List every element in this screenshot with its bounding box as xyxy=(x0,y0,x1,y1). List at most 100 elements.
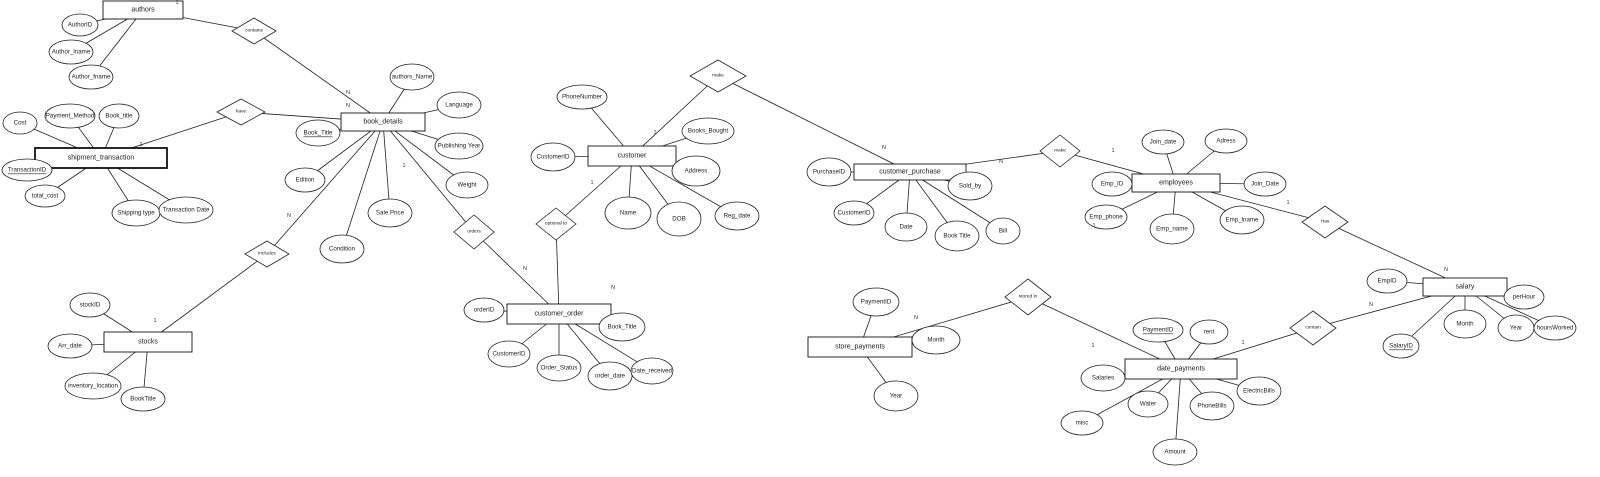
attribute-ellipse xyxy=(487,340,531,368)
attribute-transactionid[interactable]: TransactionID xyxy=(1,158,53,182)
entity-authors[interactable]: authors xyxy=(102,0,184,20)
attribute-adress[interactable]: Adress xyxy=(1204,128,1248,154)
attribute-paymentid2[interactable]: PaymentID xyxy=(1132,317,1184,343)
attribute-sold-by[interactable]: Sold_by xyxy=(947,171,993,201)
attribute-customerid1[interactable]: CustomerID xyxy=(530,142,576,172)
attribute-order-date[interactable]: order_date xyxy=(587,361,633,391)
attribute-date[interactable]: Date xyxy=(884,212,928,242)
entity-customer[interactable]: customer xyxy=(587,145,677,167)
attribute-name[interactable]: Name xyxy=(604,196,652,230)
entity-customer-purchase[interactable]: customer_purchase xyxy=(853,163,967,181)
attribute-arr-date[interactable]: Arr_date xyxy=(47,333,93,359)
attribute-bill[interactable]: Bill xyxy=(985,217,1021,245)
attribute-date-received[interactable]: Date_received xyxy=(630,357,674,385)
entity-salary[interactable]: salary xyxy=(1422,277,1508,297)
cardinality-label: 1 xyxy=(1286,200,1289,206)
attribute-water[interactable]: Water xyxy=(1127,390,1169,418)
attribute-emp-lname[interactable]: Emp_lname xyxy=(1219,205,1265,235)
attribute-author-lname[interactable]: Author_lname xyxy=(48,39,94,65)
attribute-purchaseid[interactable]: PurchaseID xyxy=(806,157,852,187)
attribute-inv-loc[interactable]: inventory_location xyxy=(64,372,122,400)
attribute-total-cost[interactable]: total_cost xyxy=(24,184,66,208)
attribute-electric[interactable]: ElectricBills xyxy=(1236,376,1282,406)
attribute-dob[interactable]: DOB xyxy=(656,201,702,237)
attribute-booktitle3[interactable]: BookTitle xyxy=(120,386,166,412)
attribute-trans-date[interactable]: Transaction Date xyxy=(158,196,214,224)
attribute-address[interactable]: Address xyxy=(671,155,721,187)
entity-stocks[interactable]: stocks xyxy=(103,331,193,353)
attribute-author-fname[interactable]: Author_fname xyxy=(68,64,114,90)
attribute-ellipse xyxy=(434,132,484,160)
attribute-emp-name[interactable]: Emp_name xyxy=(1149,213,1195,245)
attribute-language[interactable]: Language xyxy=(436,91,482,119)
attribute-ellipse xyxy=(389,63,435,91)
attribute-paymentid1[interactable]: PaymentID xyxy=(852,287,900,317)
relationship-r-stored[interactable]: stored in xyxy=(1004,278,1052,316)
entity-shipment-transaction[interactable]: shipment_transaction xyxy=(34,147,168,169)
attribute-authors-name[interactable]: authors_Name xyxy=(389,63,435,91)
attribute-salaries[interactable]: Salaries xyxy=(1080,364,1126,392)
entity-book-details[interactable]: book_details xyxy=(340,112,426,132)
attribute-cost[interactable]: Cost xyxy=(2,111,38,135)
entity-store-payments[interactable]: store_payments xyxy=(807,336,913,358)
relationship-r-includes[interactable]: includes xyxy=(244,240,290,268)
attribute-misc[interactable]: misc xyxy=(1060,410,1104,436)
attribute-emp-id[interactable]: Emp_ID xyxy=(1091,171,1133,197)
attribute-sale-price[interactable]: Sale Price xyxy=(367,198,413,228)
relationship-r-make2[interactable]: make xyxy=(1039,134,1081,168)
entity-box xyxy=(1124,358,1238,380)
attribute-empid[interactable]: EmpID xyxy=(1366,268,1408,294)
attribute-label: AuthorID xyxy=(68,22,93,29)
relationship-r-has[interactable]: Has xyxy=(1301,205,1349,239)
attribute-shipping-type[interactable]: Shipping type xyxy=(111,199,161,227)
attribute-pay-method[interactable]: Payment_Method xyxy=(44,103,96,129)
entity-employees[interactable]: employees xyxy=(1131,173,1221,193)
attribute-condition[interactable]: Condition xyxy=(319,234,365,264)
attribute-weight[interactable]: Weight xyxy=(445,171,489,199)
attribute-perhour[interactable]: perHour xyxy=(1503,284,1545,310)
attribute-join-date2[interactable]: Join_Date xyxy=(1243,171,1287,197)
relationship-r-contains[interactable]: contains xyxy=(231,17,277,45)
attribute-book-title4[interactable]: Book_Title xyxy=(598,312,646,342)
attribute-authorid[interactable]: AuthorID xyxy=(61,13,99,37)
attribute-customerid2[interactable]: CustomerID xyxy=(487,340,531,368)
attribute-books-bought[interactable]: Books_Bought xyxy=(681,117,735,145)
attribute-book-title2[interactable]: Book_title xyxy=(98,103,140,129)
attribute-stockid[interactable]: stockID xyxy=(69,292,111,318)
attribute-label: Emp_lname xyxy=(1225,217,1259,224)
attribute-book-title5[interactable]: Book Title xyxy=(934,220,980,252)
attribute-salaryid[interactable]: SalaryID xyxy=(1382,333,1420,359)
attribute-year2[interactable]: Year xyxy=(873,380,919,412)
attribute-label: Sold_by xyxy=(959,183,982,190)
relationship-r-contain2[interactable]: contain xyxy=(1289,310,1337,346)
attribute-phone[interactable]: PhoneNumber xyxy=(556,84,608,110)
attribute-pub-year[interactable]: Publishing Year xyxy=(434,132,484,160)
attribute-ellipse xyxy=(1533,315,1577,341)
attribute-label: order_date xyxy=(595,373,625,380)
relationship-r-optional[interactable]: optional to xyxy=(535,207,577,241)
entity-customer-order[interactable]: customer_order xyxy=(506,303,612,325)
attribute-reg-date[interactable]: Reg_date xyxy=(714,201,760,231)
attribute-phonebills[interactable]: PhoneBills xyxy=(1189,391,1235,421)
attribute-book-title1[interactable]: Book_Title xyxy=(295,119,341,147)
attribute-customerid3[interactable]: CustomerID xyxy=(833,200,875,226)
attribute-hours[interactable]: hoursWorked xyxy=(1533,315,1577,341)
relationship-r-orders[interactable]: orders xyxy=(453,214,495,250)
attribute-rent[interactable]: rent xyxy=(1189,319,1229,345)
relationship-diamond xyxy=(1289,310,1337,346)
relationship-r-have1[interactable]: have xyxy=(216,98,266,126)
attribute-amount[interactable]: Amount xyxy=(1152,438,1198,466)
entity-date-payments[interactable]: date_payments xyxy=(1124,358,1238,380)
attribute-month2[interactable]: Month xyxy=(911,325,961,355)
attribute-orderid[interactable]: orderID xyxy=(463,297,505,323)
attribute-label: rent xyxy=(1204,329,1215,336)
attribute-year1[interactable]: Year xyxy=(1497,314,1535,342)
cardinality-label: 1 xyxy=(1092,223,1095,229)
relationship-r-make1[interactable]: make xyxy=(689,59,747,93)
attribute-edition[interactable]: Edition xyxy=(284,167,326,193)
attribute-join-date[interactable]: Join_date xyxy=(1141,129,1185,155)
attribute-order-status[interactable]: Order_Status xyxy=(536,354,582,382)
attribute-emp-phone[interactable]: Emp_phone xyxy=(1084,204,1128,230)
attribute-month1[interactable]: Month xyxy=(1443,309,1487,339)
attribute-ellipse xyxy=(587,361,633,391)
